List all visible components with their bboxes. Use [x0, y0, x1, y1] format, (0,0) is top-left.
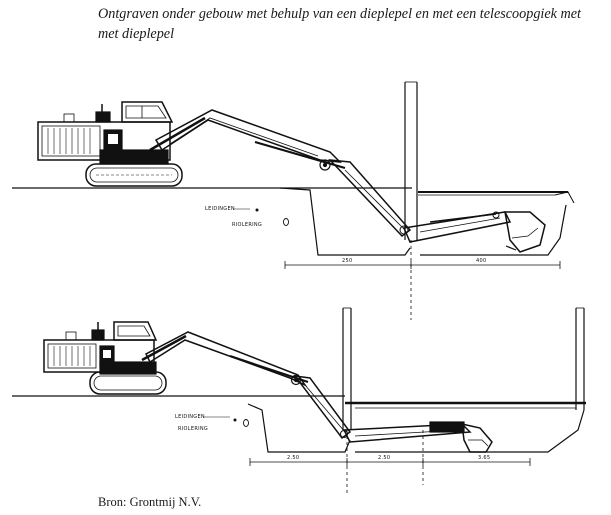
figure-caption: Ontgraven onder gebouw met behulp van ee… [98, 6, 581, 42]
top-excavator [37, 101, 183, 187]
source-credit: Bron: Grontmij N.V. [98, 495, 202, 509]
top-boom-arm [149, 109, 546, 253]
bottom-figure: LEIDINGEN RIOLERING 2.50 2.50 3.65 [12, 307, 586, 495]
top-label-sewer: RIOLERING [232, 222, 262, 228]
bottom-boom-arm [141, 331, 493, 453]
bottom-excavator [43, 321, 167, 395]
top-building-wall [404, 81, 418, 320]
top-dim-right: 400 [476, 258, 486, 264]
bottom-dim-left: 2.50 [287, 455, 299, 461]
top-label-pipes: LEIDINGEN [205, 206, 235, 212]
bottom-dim-right: 3.65 [478, 455, 490, 461]
top-excavation-pit [279, 187, 411, 256]
bottom-building-walls [342, 307, 585, 495]
bottom-dimension-line [249, 458, 531, 466]
bottom-label-pipes: LEIDINGEN [175, 414, 205, 420]
bottom-dim-middle: 2.50 [378, 455, 390, 461]
top-figure: LEIDINGEN RIOLERING 250 400 [12, 81, 575, 320]
top-dimension-line [284, 261, 561, 269]
top-dim-left: 250 [342, 258, 352, 264]
bottom-label-sewer: RIOLERING [178, 426, 208, 432]
